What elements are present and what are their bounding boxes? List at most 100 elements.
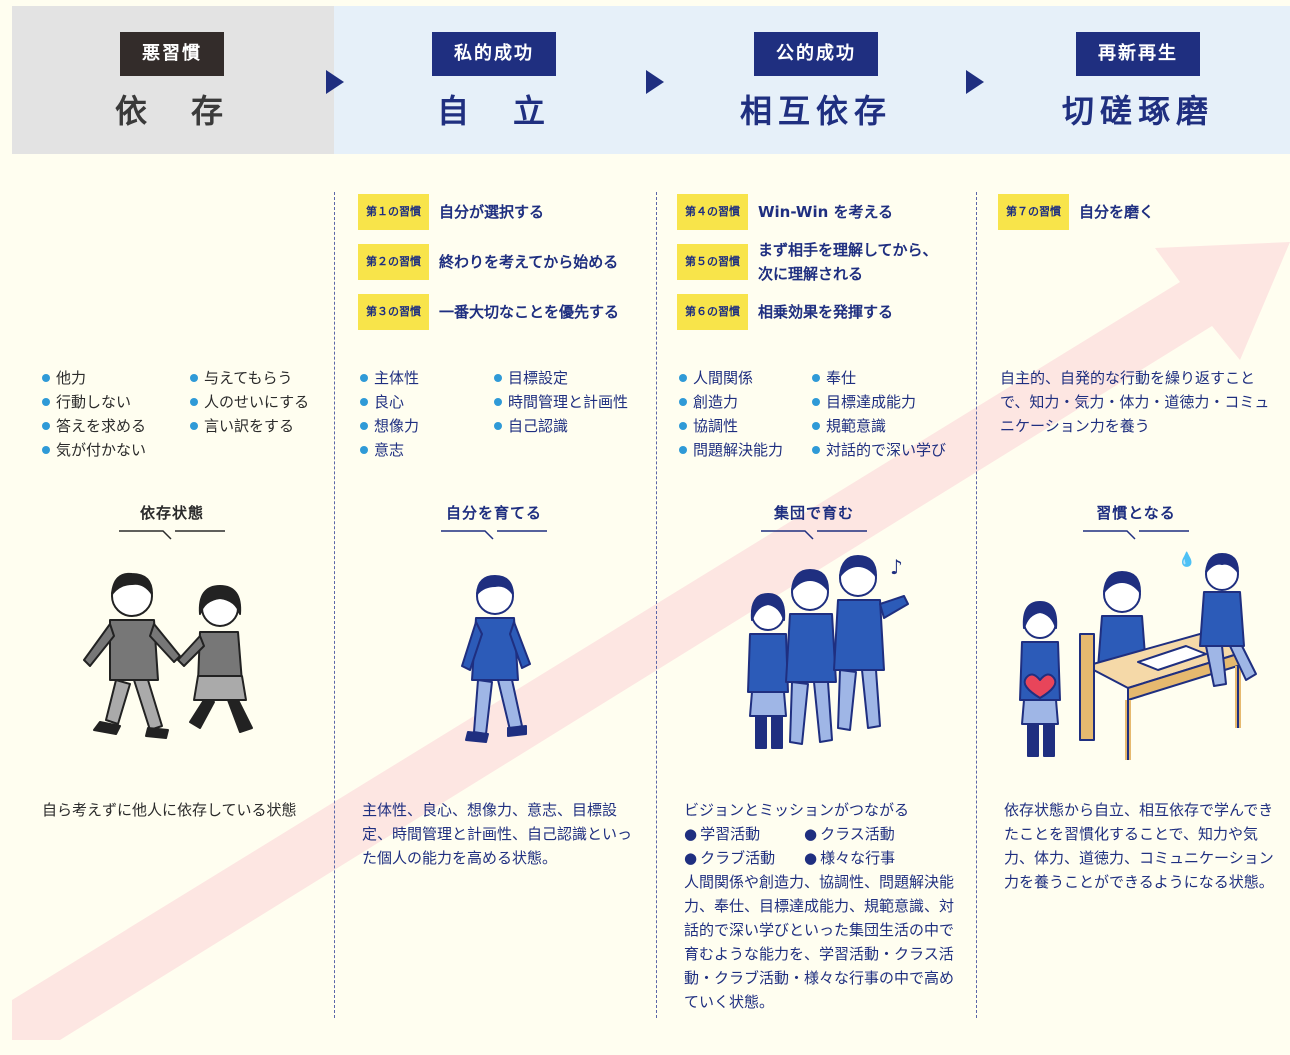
header-dependence-bg xyxy=(12,6,334,154)
arrow-right-icon xyxy=(966,70,984,94)
habit-3: 第３の習慣 一番大切なことを優先する xyxy=(358,294,619,330)
trait-item: 人間関係 xyxy=(679,366,783,390)
bullet-dot: ● xyxy=(684,849,698,867)
trait-item: 答えを求める xyxy=(42,414,146,438)
group-students-illustration: ♪ xyxy=(747,555,909,749)
independence-description: 主体性、良心、想像力、意志、目標設定、時間管理と計画性、自己認識といった個人の能… xyxy=(362,801,633,867)
speech-label-interdependence: 集団で育む xyxy=(714,502,914,541)
activity-row: ●学習活動 ●クラス活動 xyxy=(684,822,956,846)
habit-text: まず相手を理解してから、 次に理解される xyxy=(758,241,938,283)
speech-label-independence: 自分を育てる xyxy=(394,502,594,541)
habit-tag: 第２の習慣 xyxy=(358,244,429,280)
habit-text: 終わりを考えてから始める xyxy=(439,253,619,271)
activity-row: ●クラブ活動 ●様々な行事 xyxy=(684,846,956,870)
activity-item: クラブ活動 xyxy=(700,849,776,867)
habit-text: 自分が選択する xyxy=(439,203,545,221)
stage-renewal-header: 再新再生 切磋琢磨 xyxy=(978,0,1290,160)
description-head: ビジョンとミッションがつながる xyxy=(684,801,910,819)
renewal-students-illustration: 💧 xyxy=(1019,551,1257,760)
speech-label-renewal: 習慣となる xyxy=(1036,502,1236,541)
dependence-traits-col2: 与えてもらう 人のせいにする 言い訳をする xyxy=(190,366,309,438)
speech-text: 集団で育む xyxy=(773,504,854,522)
interdependence-traits-col2: 奉仕 目標達成能力 規範意識 対話的で深い学び xyxy=(812,366,946,462)
column-divider xyxy=(656,192,657,1018)
dependence-description: 自ら考えずに他人に依存している状態 xyxy=(42,801,297,819)
habit-text: Win-Win を考える xyxy=(758,203,894,221)
speech-text: 自分を育てる xyxy=(445,504,542,522)
trait-item: 奉仕 xyxy=(812,366,946,390)
column-divider xyxy=(334,192,335,1018)
trait-item: 協調性 xyxy=(679,414,783,438)
trait-item: 想像力 xyxy=(360,414,419,438)
column-divider xyxy=(976,192,977,1018)
interdependence-traits-col1: 人間関係 創造力 協調性 問題解決能力 xyxy=(679,366,783,462)
habit-tag: 第３の習慣 xyxy=(358,294,429,330)
habit-text: 自分を磨く xyxy=(1079,203,1155,221)
bullet-dot: ● xyxy=(804,849,818,867)
trait-item: 時間管理と計画性 xyxy=(494,390,628,414)
trait-item: 気が付かない xyxy=(42,438,146,462)
description-body: 人間関係や創造力、協調性、問題解決能力、奉仕、目標達成能力、規範意識、対話的で深… xyxy=(684,873,955,1011)
stage-badge: 公的成功 xyxy=(754,32,878,76)
stage-interdependence-header: 公的成功 相互依存 xyxy=(656,0,976,160)
trait-item: 良心 xyxy=(360,390,419,414)
speech-tail-icon xyxy=(119,530,225,540)
stage-badge: 私的成功 xyxy=(432,32,556,76)
stage-title: 相互依存 xyxy=(739,92,892,130)
music-note-icon: ♪ xyxy=(890,555,903,579)
stage-independence-header: 私的成功 自 立 xyxy=(334,0,654,160)
stage-dependence-header: 悪習慣 依 存 xyxy=(12,0,332,160)
habit-5: 第５の習慣 まず相手を理解してから、 次に理解される xyxy=(677,238,938,286)
independence-traits-col1: 主体性 良心 想像力 意志 xyxy=(360,366,419,462)
habit-4: 第４の習慣 Win-Win を考える xyxy=(677,194,893,230)
trait-item: 自己認識 xyxy=(494,414,628,438)
trait-item: 規範意識 xyxy=(812,414,946,438)
trait-item: 目標達成能力 xyxy=(812,390,946,414)
trait-item: 人のせいにする xyxy=(190,390,309,414)
bullet-dot: ● xyxy=(684,825,698,843)
arrow-right-icon xyxy=(326,70,344,94)
activity-item: 学習活動 xyxy=(700,825,761,843)
speech-text: 習慣となる xyxy=(1096,504,1176,522)
bullet-dot: ● xyxy=(804,825,818,843)
renewal-description: 依存状態から自立、相互依存で学んできたことを習慣化することで、知力や気力、体力、… xyxy=(1004,801,1274,891)
activity-item: 様々な行事 xyxy=(820,849,896,867)
speech-label-dependence: 依存状態 xyxy=(72,502,272,541)
habit-1: 第１の習慣 自分が選択する xyxy=(358,194,544,230)
stage-badge: 悪習慣 xyxy=(120,32,224,76)
speech-tail-icon xyxy=(761,530,867,540)
trait-item: 主体性 xyxy=(360,366,419,390)
habit-6: 第６の習慣 相乗効果を発揮する xyxy=(677,294,893,330)
habit-tag: 第４の習慣 xyxy=(677,194,748,230)
trait-item: 他力 xyxy=(42,366,146,390)
habit-text: 相乗効果を発揮する xyxy=(758,303,894,321)
habit-tag: 第７の習慣 xyxy=(998,194,1069,230)
stage-badge: 再新再生 xyxy=(1076,32,1200,76)
trait-item: 問題解決能力 xyxy=(679,438,783,462)
interdependence-description: ビジョンとミッションがつながる ●学習活動 ●クラス活動 ●クラブ活動 ●様々な… xyxy=(684,798,956,1014)
speech-tail-icon xyxy=(441,530,547,540)
habit-tag: 第１の習慣 xyxy=(358,194,429,230)
trait-item: 意志 xyxy=(360,438,419,462)
habit-2: 第２の習慣 終わりを考えてから始める xyxy=(358,244,618,280)
dependence-traits-col1: 他力 行動しない 答えを求める 気が付かない xyxy=(42,366,146,462)
habit-7: 第７の習慣 自分を磨く xyxy=(998,194,1154,230)
activity-item: クラス活動 xyxy=(820,825,895,843)
dependent-students-illustration xyxy=(83,572,253,739)
trait-item: 創造力 xyxy=(679,390,783,414)
independence-traits-col2: 目標設定 時間管理と計画性 自己認識 xyxy=(494,366,628,438)
independent-student-illustration xyxy=(461,575,531,743)
stage-title: 切磋琢磨 xyxy=(1061,92,1214,130)
trait-item: 行動しない xyxy=(42,390,146,414)
trait-item: 目標設定 xyxy=(494,366,628,390)
sweat-drop-icon: 💧 xyxy=(1178,551,1195,568)
habit-tag: 第５の習慣 xyxy=(677,244,748,280)
trait-item: 対話的で深い学び xyxy=(812,438,946,462)
arrow-right-icon xyxy=(646,70,664,94)
speech-text: 依存状態 xyxy=(139,504,204,522)
speech-tail-icon xyxy=(1083,530,1189,540)
habit-text: 一番大切なことを優先する xyxy=(439,303,620,321)
stage-title: 依 存 xyxy=(114,92,229,130)
trait-item: 与えてもらう xyxy=(190,366,309,390)
renewal-summary: 自主的、自発的な行動を繰り返すことで、知力・気力・体力・道徳力・コミュニケーショ… xyxy=(1000,369,1270,435)
